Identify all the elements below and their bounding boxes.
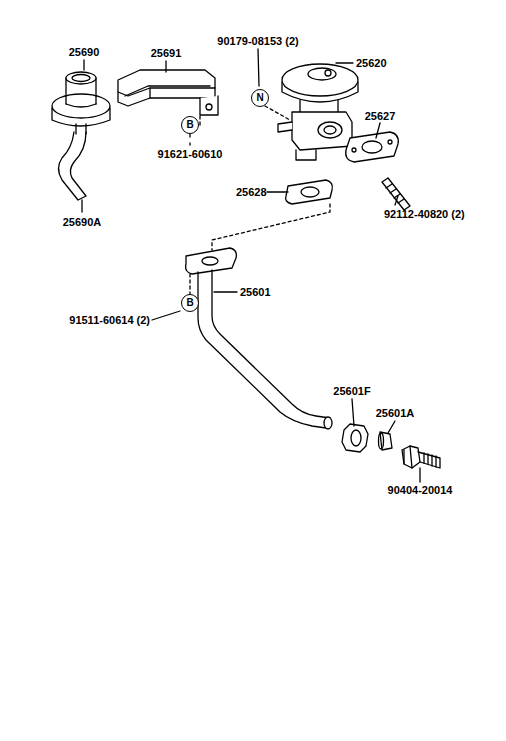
callout-number: 25601F — [333, 385, 370, 397]
fitting — [402, 446, 440, 468]
leader-line — [82, 49, 420, 482]
callout-number: 91511-60614 (2) — [69, 314, 150, 326]
reference-letter: B — [186, 120, 193, 130]
gasket — [346, 132, 399, 162]
callout-number: 25691 — [151, 47, 182, 59]
callout-number: 92112-40820 (2) — [384, 208, 465, 220]
vacuum-canister — [52, 72, 110, 134]
union-nut — [342, 424, 368, 452]
callout-number: 25627 — [365, 110, 396, 122]
callout-number: 25690A — [63, 216, 102, 228]
egr-valve — [278, 64, 358, 160]
callout-number: 90179-08153 (2) — [217, 35, 298, 47]
stud-bolt — [382, 178, 410, 210]
bracket — [118, 70, 218, 115]
callout-number: 25628 — [236, 186, 267, 198]
reference-circle: B — [181, 294, 199, 312]
egr-pipe — [186, 248, 332, 429]
reference-circle: N — [251, 89, 269, 107]
callout-number: 25620 — [356, 57, 387, 69]
callout-number: 25690 — [69, 46, 100, 58]
gasket — [286, 180, 333, 204]
callout-number: 91621-60610 — [158, 148, 223, 160]
reference-circle: B — [181, 116, 199, 134]
callout-number: 25601 — [240, 286, 271, 298]
reference-letter: N — [256, 93, 263, 103]
hose — [59, 132, 87, 200]
sleeve — [379, 432, 393, 450]
reference-letter: B — [186, 298, 193, 308]
callout-number: 90404-20014 — [388, 484, 453, 496]
callout-number: 25601A — [376, 407, 415, 419]
